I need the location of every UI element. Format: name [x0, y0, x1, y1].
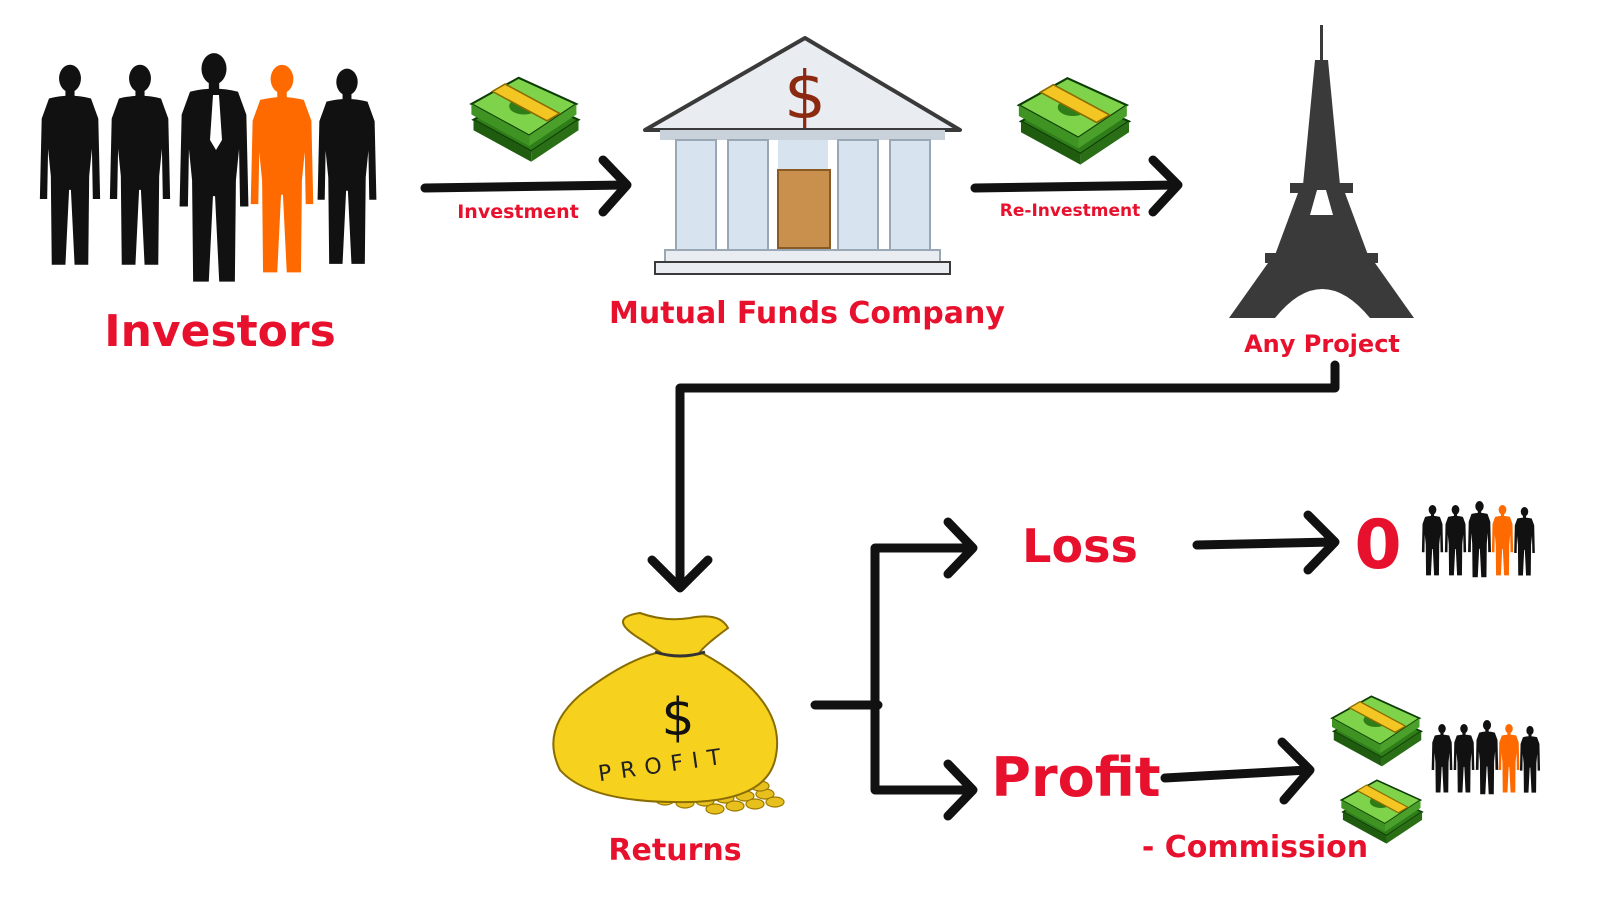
arrow-reinvestment: [970, 155, 1183, 217]
profit-label: Profit: [991, 746, 1160, 809]
reinvestment-label: Re-Investment: [1000, 201, 1140, 221]
arrow-investment: [420, 155, 632, 217]
arrow-split: [810, 517, 978, 821]
any-project-label: Any Project: [1244, 330, 1400, 358]
cash-stack-icon-payout-1: [1331, 695, 1423, 768]
arrows: [420, 155, 1340, 821]
bank-dollar-sign: $: [784, 57, 826, 134]
commission-label: - Commission: [1142, 830, 1368, 865]
investors-label: Investors: [104, 306, 336, 357]
money-bag-icon: $ PROFIT: [552, 611, 785, 815]
bank-building-icon: $: [643, 36, 962, 275]
bag-dollar-sign: $: [661, 688, 694, 748]
small-people-group-icon: [1421, 501, 1535, 578]
cash-stack-icon-reinvest: [1017, 77, 1131, 166]
mutual-funds-company-label: Mutual Funds Company: [609, 296, 1005, 331]
arrow-profit-to-payout: [1160, 737, 1315, 805]
zero-result: 0: [1354, 506, 1401, 585]
cash-stack-icon: [470, 76, 580, 163]
arrow-loss-to-zero: [1192, 510, 1340, 575]
returns-label: Returns: [608, 833, 741, 868]
eiffel-tower-icon: [1229, 25, 1414, 318]
loss-label: Loss: [1022, 519, 1138, 573]
arrow-project-to-returns: [647, 360, 1340, 593]
people-group-icon: [39, 53, 377, 282]
investment-label: Investment: [457, 201, 579, 223]
small-people-group-icon-profit: [1431, 720, 1541, 795]
